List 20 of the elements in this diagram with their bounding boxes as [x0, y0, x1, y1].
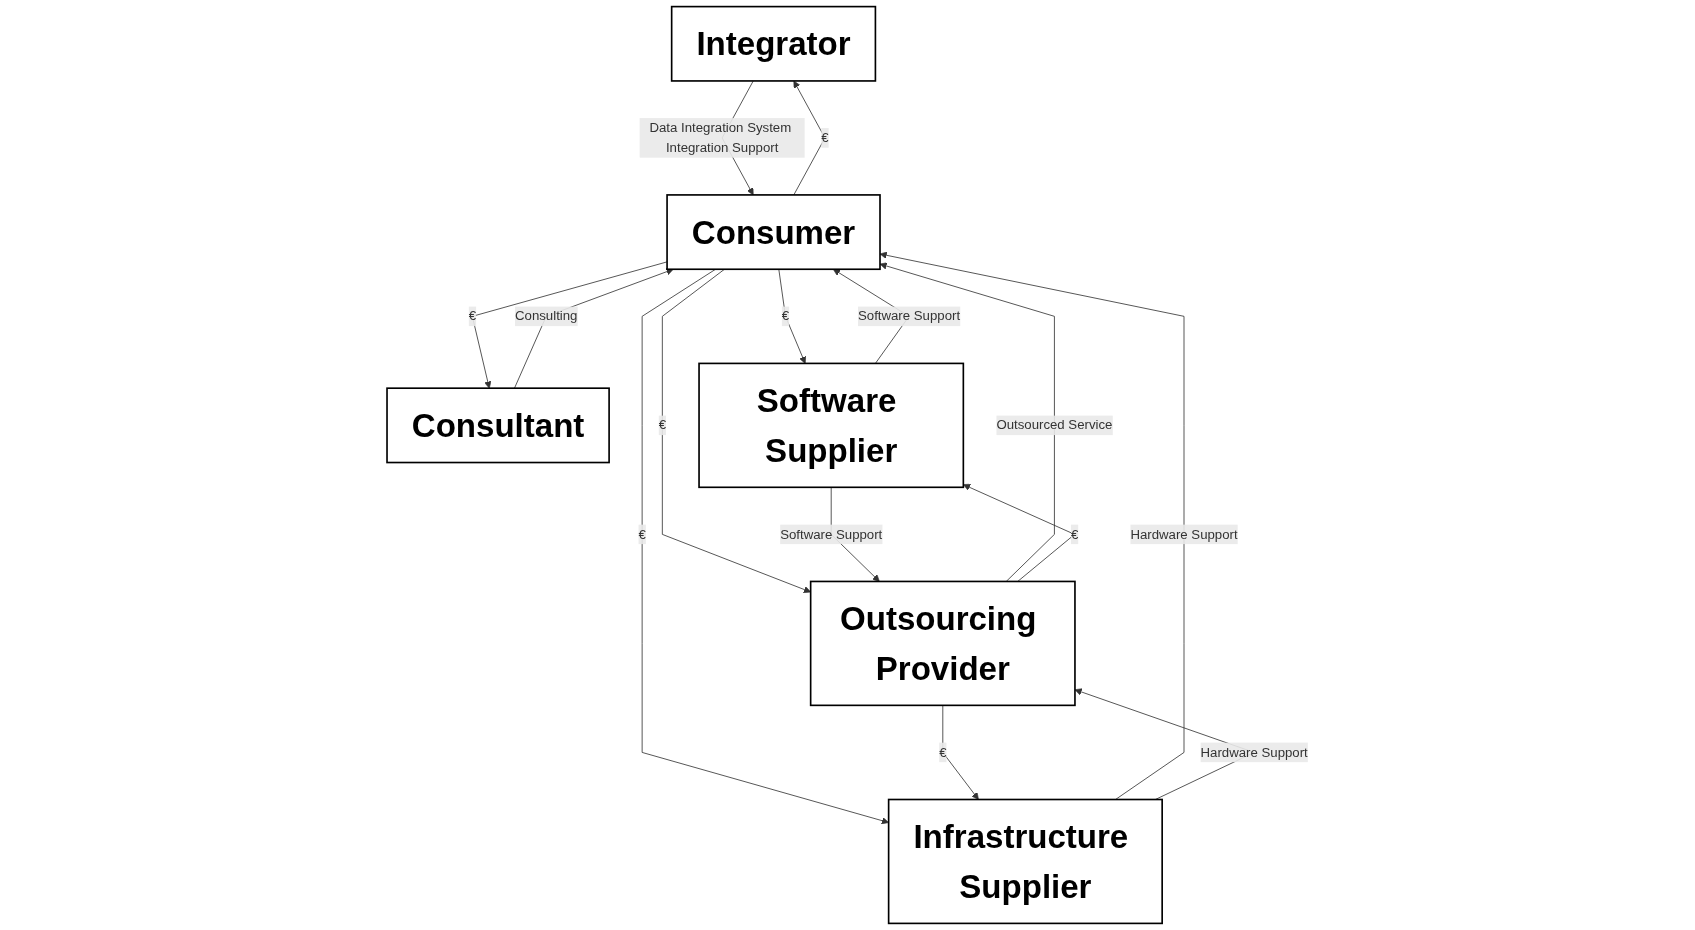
- node-box: Consultant: [386, 387, 610, 464]
- edge-label: €: [638, 526, 646, 541]
- edge-label: Hardware Support: [1200, 744, 1308, 760]
- node-box: Integrator: [670, 5, 877, 82]
- edge-label: €: [468, 308, 477, 323]
- node-box: Software Supplier: [698, 362, 965, 489]
- edge-label: Software Support: [780, 526, 883, 541]
- edge-label: €: [658, 417, 667, 432]
- edge-label: Hardware Support: [1130, 526, 1238, 541]
- edge-label: Software Support: [858, 308, 961, 323]
- edge-label: Outsourced Service: [996, 417, 1113, 432]
- node-box: Outsourcing Provider: [809, 580, 1076, 707]
- edge-label: €: [939, 744, 947, 760]
- node-box: Infrastructure Supplier: [887, 798, 1164, 925]
- node-box: Consumer: [666, 194, 881, 271]
- edge-label: €: [781, 308, 790, 323]
- edge-label: €: [1071, 526, 1079, 541]
- edge-label: Data Integration System Integration Support: [649, 120, 792, 155]
- edge-label: €: [821, 130, 829, 145]
- edge-label: Consulting: [515, 308, 578, 323]
